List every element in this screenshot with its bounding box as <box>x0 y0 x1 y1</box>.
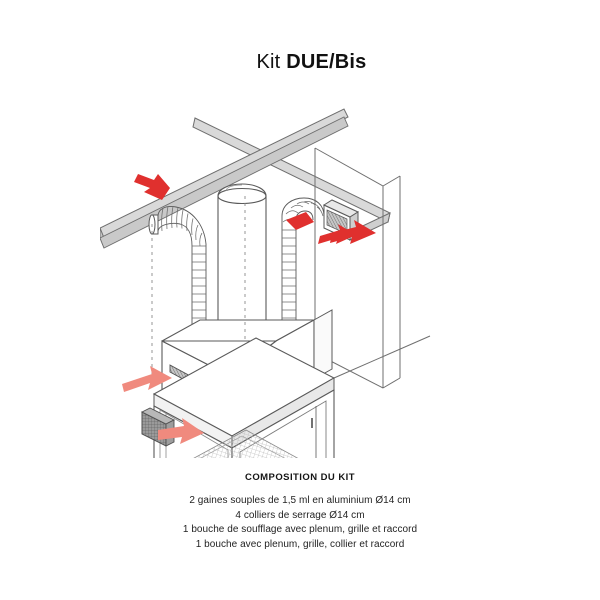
composition-item: 2 gaines souples de 1,5 ml en aluminium … <box>189 495 411 506</box>
arrow-duct-outlet <box>318 220 376 244</box>
composition-block: COMPOSITION DU KIT 2 gaines souples de 1… <box>0 472 600 552</box>
composition-item: 4 colliers de serrage Ø14 cm <box>235 509 365 521</box>
kit-diagram-svg <box>99 108 431 551</box>
page-title: Kit DUE/Bis <box>0 28 600 97</box>
duct-outlet-accent <box>286 212 314 230</box>
arrow-ceiling-outlet <box>134 174 170 200</box>
room-frame-lines <box>314 147 401 389</box>
arrow-hood-intake <box>122 366 172 392</box>
composition-item: 1 bouche avec plenum, grille, collier et… <box>195 538 405 550</box>
composition-heading: COMPOSITION DU KIT <box>245 472 355 483</box>
kit-diagram <box>99 88 500 551</box>
dashed-guides <box>151 196 246 384</box>
page-title-prefix: Kit <box>256 51 287 73</box>
flex-duct-left <box>148 206 207 338</box>
composition-item: 1 bouche de soufflage avec plenum, grill… <box>182 524 418 535</box>
flue-pipe <box>217 183 267 329</box>
page-title-model: DUE/Bis <box>286 51 367 73</box>
arrow-floor-grille <box>158 418 204 444</box>
